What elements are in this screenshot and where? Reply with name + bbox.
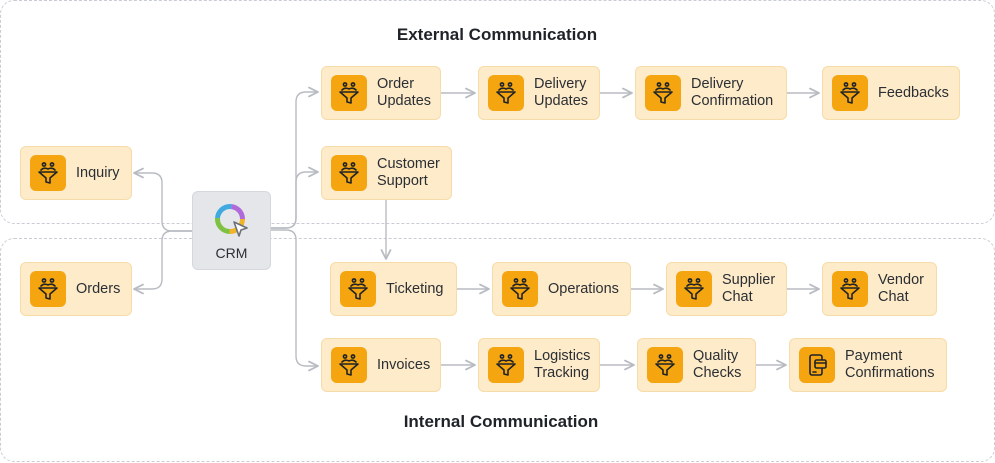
node-delivery-confirmation[interactable]: Delivery Confirmation (635, 66, 787, 120)
connector-crm-invoices (271, 229, 319, 372)
node-label: Feedbacks (878, 84, 949, 101)
funnel-icon (331, 347, 367, 383)
node-inquiry[interactable]: Inquiry (20, 146, 132, 200)
funnel-icon (331, 75, 367, 111)
crm-label: CRM (215, 244, 248, 261)
node-order-updates[interactable]: Order Updates (321, 66, 441, 120)
node-label: Supplier Chat (722, 272, 776, 305)
node-invoices[interactable]: Invoices (321, 338, 441, 392)
connector-crm-inquiry (133, 167, 192, 232)
node-vendor-chat[interactable]: Vendor Chat (822, 262, 937, 316)
funnel-icon (331, 155, 367, 191)
node-label: Payment Confirmations (845, 348, 935, 381)
funnel-icon (340, 271, 376, 307)
connector-crm-order-updates (271, 86, 319, 229)
node-label: Inquiry (76, 164, 120, 181)
node-feedbacks[interactable]: Feedbacks (822, 66, 960, 120)
node-label: Customer Support (377, 156, 440, 189)
node-operations[interactable]: Operations (492, 262, 631, 316)
external-communication-title: External Communication (396, 25, 598, 44)
funnel-icon (647, 347, 683, 383)
funnel-icon (488, 347, 524, 383)
funnel-icon (488, 75, 524, 111)
funnel-icon (832, 271, 868, 307)
internal-communication-title: Internal Communication (403, 412, 599, 431)
funnel-icon (30, 155, 66, 191)
node-logistics-tracking[interactable]: Logistics Tracking (478, 338, 600, 392)
node-ticketing[interactable]: Ticketing (330, 262, 457, 316)
node-label: Operations (548, 280, 619, 297)
node-label: Delivery Updates (534, 76, 589, 109)
node-label: Delivery Confirmation (691, 76, 774, 109)
crm-logo-icon (214, 203, 248, 237)
node-label: Invoices (377, 356, 431, 373)
node-delivery-updates[interactable]: Delivery Updates (478, 66, 600, 120)
node-supplier-chat[interactable]: Supplier Chat (666, 262, 787, 316)
funnel-icon (645, 75, 681, 111)
funnel-icon (676, 271, 712, 307)
node-orders[interactable]: Orders (20, 262, 132, 316)
funnel-icon (30, 271, 66, 307)
funnel-icon (832, 75, 868, 111)
connector-crm-orders (133, 230, 192, 295)
node-payment-confirmations[interactable]: Payment Confirmations (789, 338, 947, 392)
node-customer-support[interactable]: Customer Support (321, 146, 452, 200)
crm-hub[interactable]: CRM (192, 191, 271, 270)
node-label: Ticketing (386, 280, 444, 297)
node-label: Vendor Chat (878, 272, 924, 305)
node-label: Order Updates (377, 76, 432, 109)
connector-crm-customer-support (271, 166, 319, 229)
node-label: Logistics Tracking (534, 348, 591, 381)
node-label: Orders (76, 280, 121, 297)
node-quality-checks[interactable]: Quality Checks (637, 338, 756, 392)
payment-app-icon (799, 347, 835, 383)
funnel-icon (502, 271, 538, 307)
node-label: Quality Checks (693, 348, 742, 381)
